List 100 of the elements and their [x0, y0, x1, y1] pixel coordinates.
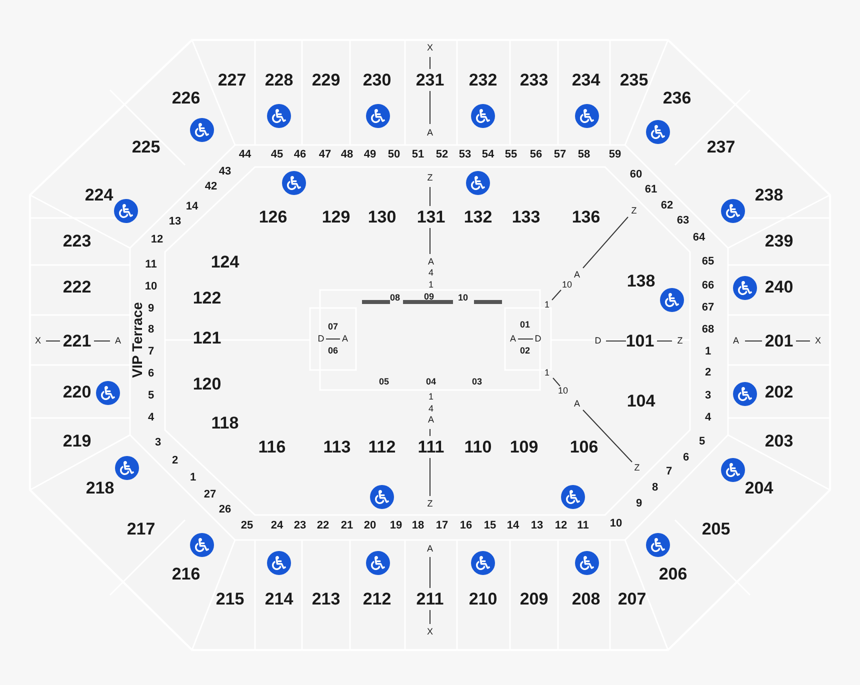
- section-number: 130: [368, 208, 396, 226]
- section-number: 112: [368, 438, 396, 456]
- row-marker: X: [35, 336, 41, 346]
- section-number: 9: [148, 304, 154, 314]
- section-number: 46: [294, 150, 306, 160]
- section-number: 124: [210, 254, 240, 270]
- section-number: 62: [660, 200, 674, 212]
- section-number: 2: [172, 456, 178, 466]
- section-number: 4: [704, 412, 712, 424]
- section-number: 228: [264, 72, 294, 88]
- row-marker: A: [510, 334, 516, 344]
- section-number: 3: [704, 390, 712, 402]
- section-number: 238: [754, 186, 784, 204]
- section-number: 132: [464, 208, 492, 226]
- section-number: 236: [662, 90, 692, 106]
- row-marker: A: [428, 416, 434, 424]
- section-number: 26: [218, 504, 232, 516]
- row-marker: A: [574, 270, 580, 280]
- section-number: 6: [148, 368, 154, 380]
- section-number: 55: [504, 150, 518, 160]
- section-number: 6: [682, 452, 690, 464]
- section-number: 54: [482, 150, 494, 160]
- section-number: 239: [764, 232, 794, 250]
- section-number: 48: [340, 150, 354, 160]
- section-number: 136: [572, 208, 600, 226]
- row-marker: 4: [428, 268, 434, 278]
- section-number: 101: [626, 332, 654, 350]
- section-number: 12: [150, 234, 164, 246]
- section-number: 118: [211, 414, 239, 432]
- section-number: 50: [388, 150, 400, 160]
- section-number: 56: [530, 150, 542, 160]
- section-number: 223: [62, 232, 92, 250]
- section-number: 224: [84, 186, 114, 204]
- section-number: 67: [702, 302, 714, 314]
- row-marker: Z: [631, 206, 637, 216]
- row-marker: 1: [428, 392, 434, 402]
- section-number: 5: [148, 390, 154, 402]
- section-number: 219: [62, 432, 92, 450]
- section-number: 121: [192, 330, 222, 346]
- row-marker: X: [427, 628, 433, 636]
- section-number: 47: [318, 150, 332, 160]
- section-number: 106: [570, 438, 598, 456]
- section-number: 205: [702, 520, 730, 538]
- section-number: 7: [666, 466, 672, 478]
- row-marker: Z: [427, 174, 433, 182]
- section-number: 63: [676, 216, 690, 226]
- section-number: 23: [294, 520, 306, 532]
- section-number: 109: [510, 438, 538, 456]
- section-number: 61: [644, 184, 658, 196]
- section-number: 230: [362, 72, 392, 88]
- row-marker: A: [428, 258, 434, 266]
- section-number: 64: [692, 232, 706, 244]
- section-number: 2: [704, 368, 712, 378]
- section-number: 220: [62, 384, 92, 400]
- section-number: 27: [204, 490, 216, 500]
- section-number: 10: [144, 282, 158, 292]
- section-number: 213: [312, 590, 340, 608]
- section-number: 11: [577, 520, 589, 532]
- section-number: 4: [148, 412, 154, 424]
- row-marker: D: [318, 334, 324, 344]
- section-number: 131: [416, 208, 446, 226]
- section-number: 59: [608, 150, 622, 160]
- section-number: 202: [764, 384, 794, 400]
- section-number: 240: [764, 278, 794, 296]
- section-number: 21: [340, 520, 354, 532]
- section-number: 110: [464, 438, 492, 456]
- section-number: 57: [554, 150, 566, 160]
- section-number: 12: [554, 520, 568, 532]
- row-marker: A: [115, 336, 121, 346]
- section-number: 129: [322, 208, 350, 226]
- section-number: 210: [468, 590, 498, 608]
- row-marker: D: [534, 334, 542, 344]
- section-number: 229: [312, 72, 340, 88]
- section-number: 11: [145, 260, 157, 270]
- row-marker: 10: [562, 280, 572, 290]
- row-marker: 1: [544, 368, 550, 378]
- section-number: 207: [618, 590, 646, 608]
- row-marker: A: [427, 544, 433, 554]
- section-number: 10: [610, 518, 622, 530]
- section-number: 7: [148, 346, 154, 358]
- section-number: 111: [418, 438, 444, 456]
- section-number: 05: [379, 378, 389, 386]
- section-number: 5: [698, 436, 706, 448]
- section-number: 68: [702, 324, 714, 336]
- section-number: 66: [702, 280, 714, 292]
- section-number: 1: [190, 472, 196, 484]
- section-number: 204: [744, 480, 774, 496]
- section-number: 13: [530, 520, 544, 532]
- section-number: 60: [630, 170, 642, 180]
- section-number: 214: [264, 590, 294, 608]
- section-number: 14: [186, 202, 198, 212]
- section-number: 9: [636, 498, 642, 510]
- section-number: 237: [706, 138, 736, 156]
- row-marker: X: [427, 44, 433, 52]
- section-number: 209: [520, 590, 548, 608]
- section-number: 1: [704, 346, 712, 358]
- section-number: 8: [652, 482, 658, 494]
- section-number: 10: [458, 294, 468, 302]
- section-number: 58: [578, 150, 590, 160]
- row-marker: A: [427, 128, 433, 138]
